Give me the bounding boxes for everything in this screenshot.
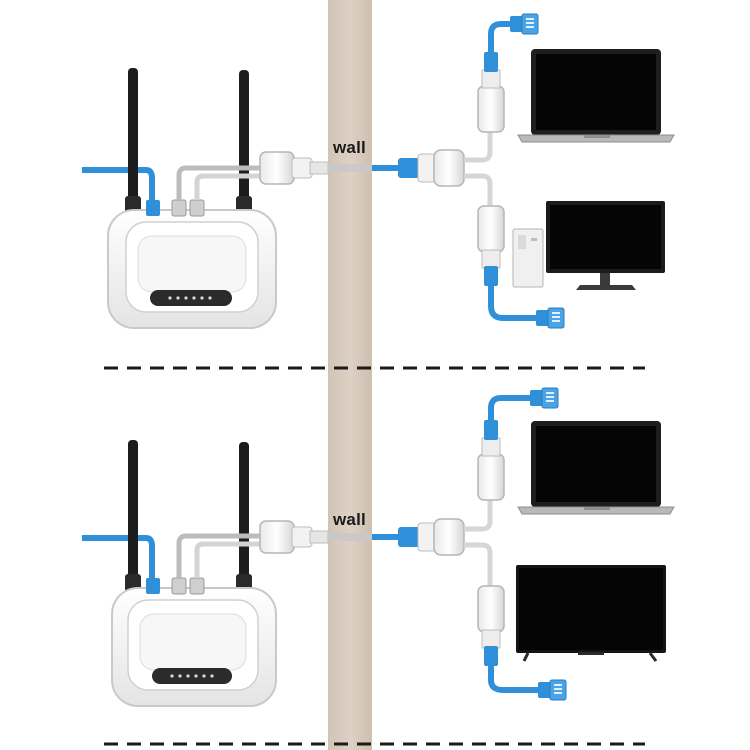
wall-label-top: wall xyxy=(333,138,366,157)
branch-cable xyxy=(464,542,493,586)
wall-cable xyxy=(328,164,372,172)
bottom-floor xyxy=(82,387,675,707)
top-floor xyxy=(82,13,675,329)
rj45-splitter-icon xyxy=(259,520,329,554)
router-icon xyxy=(111,440,277,707)
rj45-splitter-icon xyxy=(259,151,329,185)
rj45-splitter-icon xyxy=(398,518,465,556)
router-lan-cable xyxy=(194,173,262,200)
rj45-coupler-icon xyxy=(477,52,505,133)
branch-cable xyxy=(464,500,493,532)
rj45-plug-icon xyxy=(538,679,567,701)
branch-cable xyxy=(464,173,493,206)
blue-link-cable xyxy=(488,395,532,420)
blue-link-cable xyxy=(488,21,512,52)
rj45-plug-icon xyxy=(510,13,539,35)
router-lan-cable xyxy=(194,541,262,578)
router-icon xyxy=(107,68,277,329)
branch-cable xyxy=(464,132,493,163)
blue-link-cable xyxy=(488,666,540,693)
laptop-icon xyxy=(517,49,675,143)
tv-icon xyxy=(516,565,666,662)
pc-tower-icon xyxy=(512,228,544,288)
rj45-splitter-icon xyxy=(398,149,465,187)
desktop-monitor-icon xyxy=(546,201,665,290)
rj45-coupler-icon xyxy=(477,585,505,666)
incoming-cable xyxy=(82,535,155,582)
router-lan-cable xyxy=(176,533,262,578)
blue-link-cable xyxy=(488,286,538,321)
rj45-coupler-icon xyxy=(477,420,505,501)
rj45-plug-icon xyxy=(536,307,565,329)
rj45-coupler-icon xyxy=(477,205,505,286)
router-lan-cable xyxy=(176,165,262,200)
incoming-cable xyxy=(82,167,155,200)
rj45-plug-icon xyxy=(530,387,559,409)
wall-cable xyxy=(328,533,372,541)
wall-label-bottom: wall xyxy=(333,510,366,529)
wall xyxy=(328,0,372,750)
laptop-icon xyxy=(517,421,675,515)
